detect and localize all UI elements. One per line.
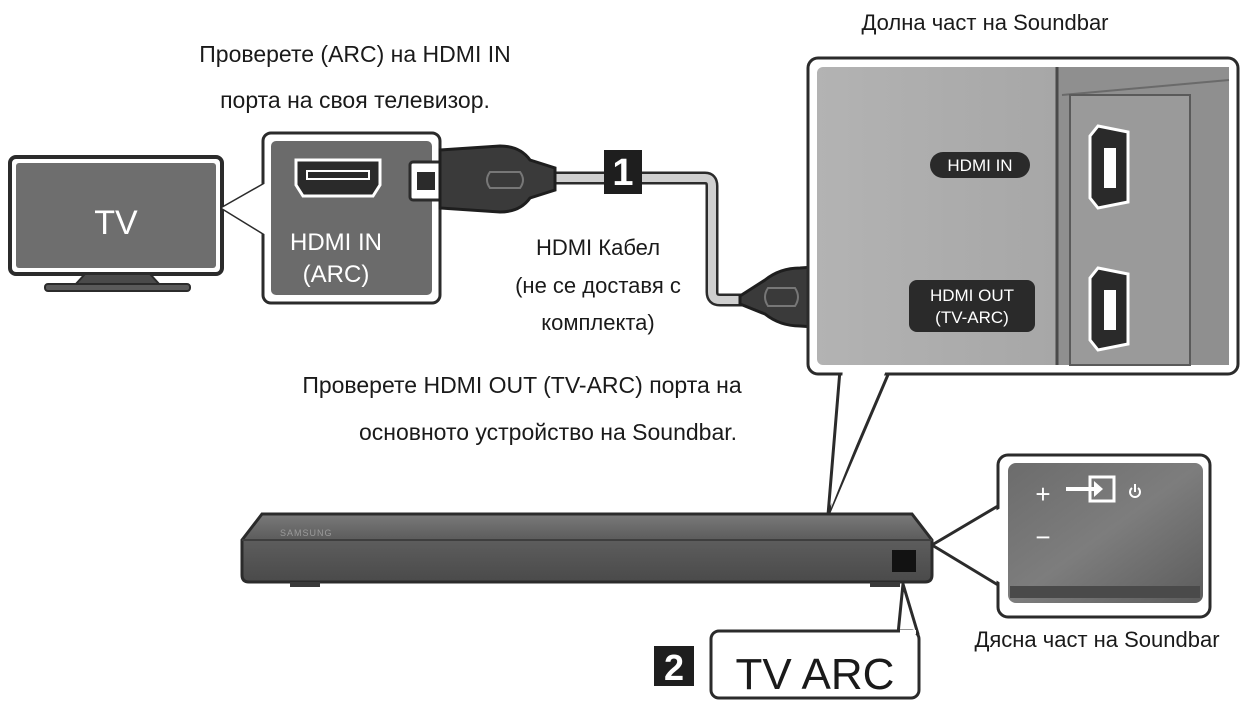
check-soundbar-label-line1: Проверете HDMI OUT (TV-ARC) порта на: [302, 372, 742, 398]
soundbar-side-panel: [996, 453, 1212, 619]
step-1-number: 1: [612, 152, 633, 194]
tv-icon: [8, 155, 224, 292]
tv-label: TV: [94, 204, 138, 242]
tv-arc-callout-pointer: [896, 582, 920, 636]
bottom-of-soundbar-label: Долна част на Soundbar: [861, 10, 1108, 35]
hdmi-port-icon: [294, 158, 382, 198]
soundbar-hdmi-out-label-line2: (TV-ARC): [935, 308, 1009, 327]
tv-arc-box: [709, 629, 921, 700]
tv-port-label-line1: HDMI IN: [290, 229, 382, 256]
hdmi-port-icon: [1088, 266, 1130, 352]
soundbar-brand: SAMSUNG: [280, 528, 333, 538]
step-2-number: 2: [664, 647, 684, 688]
soundbar-arc-port: [892, 550, 916, 572]
tv-port-label-line2: (ARC): [303, 261, 370, 288]
check-tv-label-line2: порта на своя телевизор.: [220, 87, 490, 113]
hdmi-in-tag: [930, 152, 1030, 178]
power-icon[interactable]: [1129, 484, 1141, 498]
check-tv-label-line1: Проверете (ARC) на HDMI IN: [199, 41, 510, 67]
step-1-badge: [604, 150, 642, 194]
check-soundbar-label-line2: основното устройство на Soundbar.: [359, 419, 737, 445]
tv-arc-label: TV ARC: [736, 650, 895, 699]
soundbar: [240, 512, 934, 587]
hdmi-out-tag: [909, 280, 1035, 332]
hdmi-cable: [548, 174, 748, 304]
cable-label-line3: комплекта): [541, 310, 654, 335]
volume-up-button[interactable]: +: [1035, 479, 1050, 509]
volume-down-button[interactable]: −: [1035, 522, 1050, 552]
soundbar-hdmi-out-label-line1: HDMI OUT: [930, 286, 1014, 305]
hdmi-plug-icon: [408, 144, 557, 214]
right-side-of-soundbar-label: Дясна част на Soundbar: [974, 627, 1219, 652]
cable-label-line1: HDMI Кабел: [536, 235, 660, 260]
hdmi-port-icon: [1088, 124, 1130, 210]
soundbar-hdmi-in-label: HDMI IN: [947, 156, 1012, 175]
cable-label-line2: (не се доставя с: [515, 273, 681, 298]
input-source-icon[interactable]: [1066, 475, 1116, 503]
step-2-badge: [654, 646, 694, 686]
